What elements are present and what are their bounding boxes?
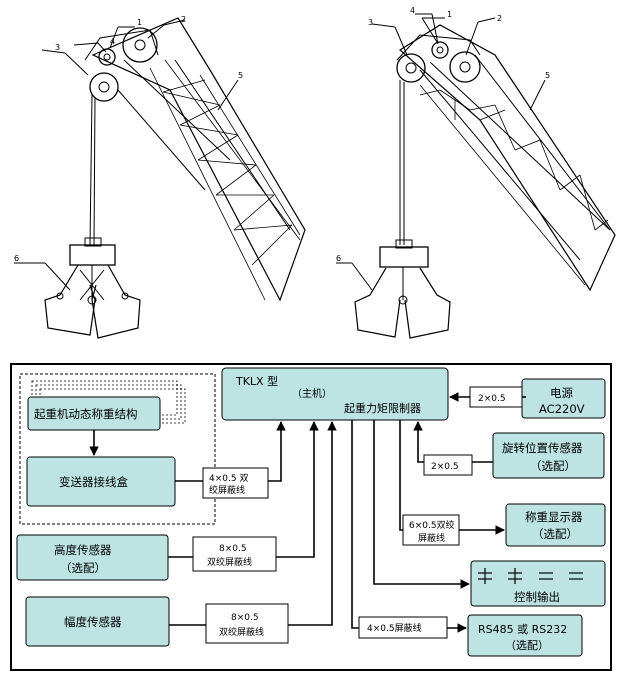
left-callout-labels: 1 2 3 4 5 6 [14, 15, 243, 263]
rotation-label-1: 旋转位置传感器 [502, 441, 583, 455]
display-label-1: 称重显示器 [525, 510, 583, 524]
diagram-frame [10, 363, 612, 671]
right-crane-drawing [336, 13, 616, 339]
main-unit-box [221, 367, 449, 421]
cable-junction-box [202, 467, 269, 499]
cable-junction-2: 绞屏蔽线 [209, 484, 245, 496]
rotation-label-2: （选配） [530, 459, 576, 473]
left-callout-4: 4 [110, 37, 115, 46]
main-name: 起重力矩限制器 [344, 401, 421, 415]
comm-label-2: （选配） [505, 639, 549, 652]
amplitude-sensor-box [25, 596, 170, 647]
rotation-sensor-box [492, 432, 605, 479]
amplitude-label: 幅度传感器 [64, 615, 122, 629]
cable-display-1: 6×0.5双绞 [409, 519, 455, 531]
right-callout-4: 4 [410, 6, 415, 15]
right-callout-1: 1 [447, 10, 452, 19]
left-crane-drawing [14, 17, 306, 339]
connector-lines [89, 392, 526, 633]
right-callout-labels: 1 2 3 4 5 6 [336, 6, 550, 263]
main-sub: （主机） [292, 387, 332, 400]
height-label-1: 高度传感器 [54, 543, 112, 557]
dashed-group [19, 373, 216, 525]
control-output-box [470, 560, 606, 607]
cable-power: 2×0.5 [478, 394, 506, 404]
right-callout-3: 3 [368, 18, 373, 27]
cable-height-box [192, 536, 277, 572]
cable-height-1: 8×0.5 [219, 544, 247, 554]
height-label-2: （选配） [60, 561, 106, 575]
right-callout-6: 6 [336, 254, 341, 263]
junction-label: 变送器接线盒 [59, 475, 128, 489]
comm-label-1: RS485 或 RS232 [478, 623, 567, 636]
cable-rotation-box [423, 454, 473, 476]
power-label-1: 电源 [550, 386, 573, 400]
left-callout-1: 1 [137, 18, 142, 27]
display-box [505, 503, 606, 547]
cable-display-2: 屏蔽线 [418, 532, 445, 544]
power-label-2: AC220V [539, 402, 585, 416]
structure-label: 起重机动态称重结构 [34, 407, 138, 421]
cable-texts: 4×0.5 双 绞屏蔽线 8×0.5 双绞屏蔽线 8×0.5 双绞屏蔽线 2×0… [207, 394, 506, 638]
box-texts: TKLX 型 （主机） 起重力矩限制器 起重机动态称重结构 变送器接线盒 高度传… [34, 374, 585, 652]
left-callout-2: 2 [181, 15, 186, 24]
cable-junction-1: 4×0.5 双 [209, 473, 248, 484]
comm-box [467, 614, 583, 657]
right-callout-5: 5 [545, 71, 550, 80]
cable-rotation: 2×0.5 [431, 462, 459, 472]
block-diagram: TKLX 型 （主机） 起重力矩限制器 起重机动态称重结构 变送器接线盒 高度传… [10, 363, 612, 671]
left-callout-6: 6 [14, 254, 19, 263]
cable-amp-box [205, 603, 289, 644]
cable-comm: 4×0.5屏蔽线 [367, 622, 422, 634]
diagram-boxes [16, 367, 606, 657]
display-label-2: （选配） [532, 527, 578, 541]
cable-amp-1: 8×0.5 [231, 613, 259, 623]
right-callout-2: 2 [497, 14, 502, 23]
cable-amp-2: 双绞屏蔽线 [219, 626, 264, 638]
cable-height-2: 双绞屏蔽线 [207, 556, 252, 568]
left-callout-5: 5 [238, 71, 243, 80]
left-callout-3: 3 [55, 43, 60, 52]
main-title: TKLX 型 [235, 374, 278, 388]
control-output-label: 控制输出 [514, 590, 560, 604]
relay-contacts-icon [478, 568, 583, 584]
cable-label-boxes [192, 386, 523, 644]
